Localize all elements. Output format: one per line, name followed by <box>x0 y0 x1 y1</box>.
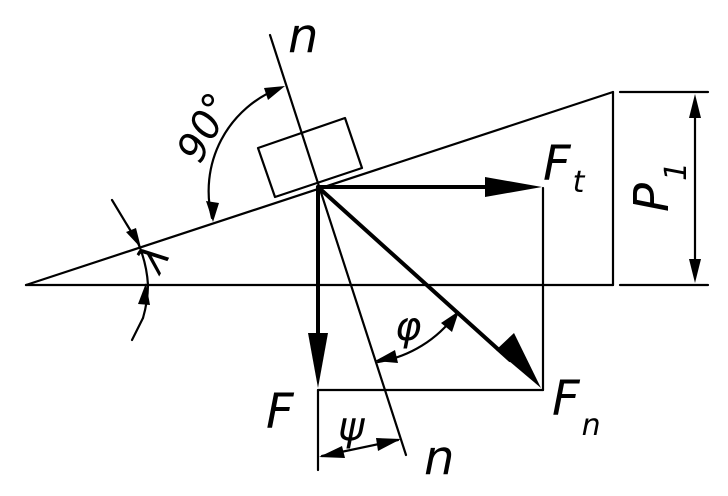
normal-label-bottom: n <box>424 430 454 486</box>
height-label-sub: 1 <box>659 162 694 181</box>
force-n-label-sub: n <box>582 408 601 443</box>
height-label-main: P <box>624 183 680 212</box>
force-t-arrowhead <box>485 177 542 197</box>
force-t-label-sub: t <box>573 165 586 200</box>
right-angle-arrow-top <box>264 86 285 100</box>
height-label: P1 <box>624 162 694 212</box>
psi-arrow-left <box>319 446 345 458</box>
phi-arrow-right <box>441 311 459 332</box>
right-angle-arc <box>207 86 282 220</box>
incline-angle-arrow-top <box>126 228 141 248</box>
right-angle-label: 90° <box>168 85 242 169</box>
right-angle-arrow-bottom <box>206 201 219 222</box>
force-n-label-main: F <box>552 371 581 427</box>
incline-angle-arrow-bottom <box>138 283 150 305</box>
force-n-arrowhead <box>496 333 541 388</box>
phi-arrow-left <box>375 350 398 363</box>
phi-label: φ <box>395 304 421 350</box>
incline-angle-tick-bottom <box>130 316 145 342</box>
block-on-incline <box>256 116 364 199</box>
incline-angle-arc <box>136 241 150 320</box>
psi-label: ψ <box>338 404 366 450</box>
force-arrowhead <box>308 333 328 388</box>
psi-arrow-right <box>376 438 401 451</box>
force-n-vector <box>316 185 512 362</box>
normal-line <box>268 33 408 457</box>
force-label: F <box>266 384 295 440</box>
force-n-label: Fn <box>552 371 601 443</box>
height-arrow-bottom <box>689 259 701 283</box>
force-t-label: Ft <box>543 136 586 200</box>
normal-label-top: n <box>288 8 318 64</box>
force-t-label-main: F <box>543 136 572 192</box>
height-arrow-top <box>689 94 701 118</box>
